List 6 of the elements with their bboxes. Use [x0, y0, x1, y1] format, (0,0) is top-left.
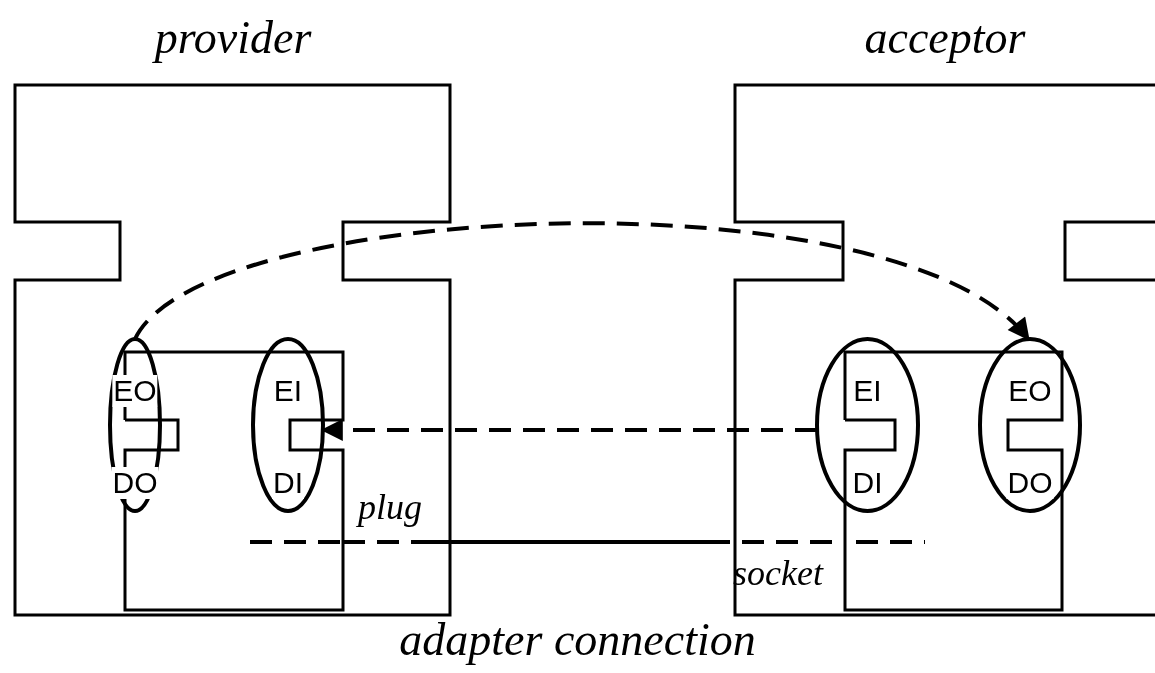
caption: adapter connection	[398, 613, 757, 667]
port-label: DO	[111, 467, 159, 499]
connector-label: plug	[358, 486, 422, 529]
component-title: provider	[151, 11, 313, 65]
port-label: EO	[112, 375, 158, 407]
component-title: acceptor	[863, 11, 1027, 65]
